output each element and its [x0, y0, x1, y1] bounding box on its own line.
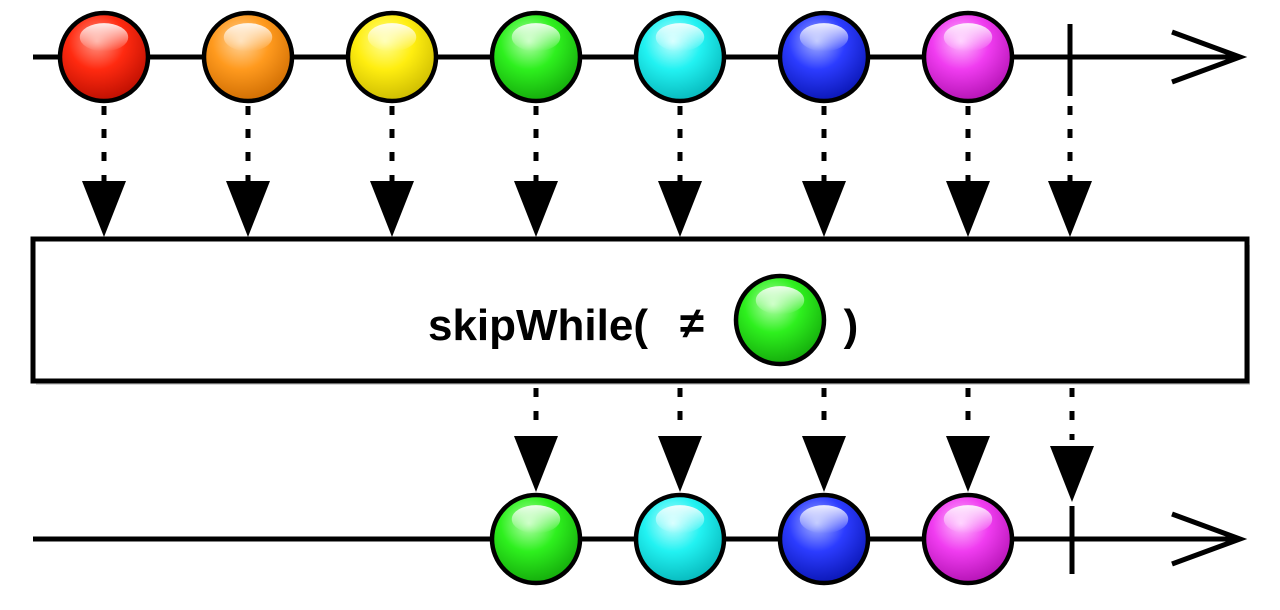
source-arrow-1	[82, 181, 126, 237]
source-arrow-7	[946, 181, 990, 237]
source-arrow-2	[226, 181, 270, 237]
result-marble-magenta	[921, 492, 1015, 586]
result-marble-green	[489, 492, 583, 586]
source-marble-orange	[201, 10, 295, 104]
source-marble-red	[57, 10, 151, 104]
result-arrow-3	[802, 436, 846, 492]
result-marbles	[489, 492, 1015, 586]
source-arrow-5	[658, 181, 702, 237]
source-arrow-6	[802, 181, 846, 237]
source-marble-green	[489, 10, 583, 104]
result-arrow-1	[514, 436, 558, 492]
source-marble-yellow	[345, 10, 439, 104]
source-marbles	[57, 10, 1015, 104]
source-marble-cyan	[633, 10, 727, 104]
predicate-marble	[733, 273, 827, 367]
source-arrow-3	[370, 181, 414, 237]
result-arrow-2	[658, 436, 702, 492]
operator-box: skipWhile( ≠ )	[30, 236, 1250, 385]
source-arrow-complete	[1048, 181, 1092, 237]
source-marble-blue	[777, 10, 871, 104]
source-marble-magenta	[921, 10, 1015, 104]
operator-close-paren: )	[844, 301, 859, 350]
operator-name: skipWhile(	[428, 301, 648, 350]
result-marble-cyan	[633, 492, 727, 586]
predicate-marble-green	[733, 273, 827, 367]
connectors	[82, 106, 1094, 502]
not-equal-symbol: ≠	[680, 299, 704, 348]
result-arrow-4	[946, 436, 990, 492]
result-marble-blue	[777, 492, 871, 586]
result-arrow-complete	[1050, 446, 1094, 502]
source-arrow-4	[514, 181, 558, 237]
